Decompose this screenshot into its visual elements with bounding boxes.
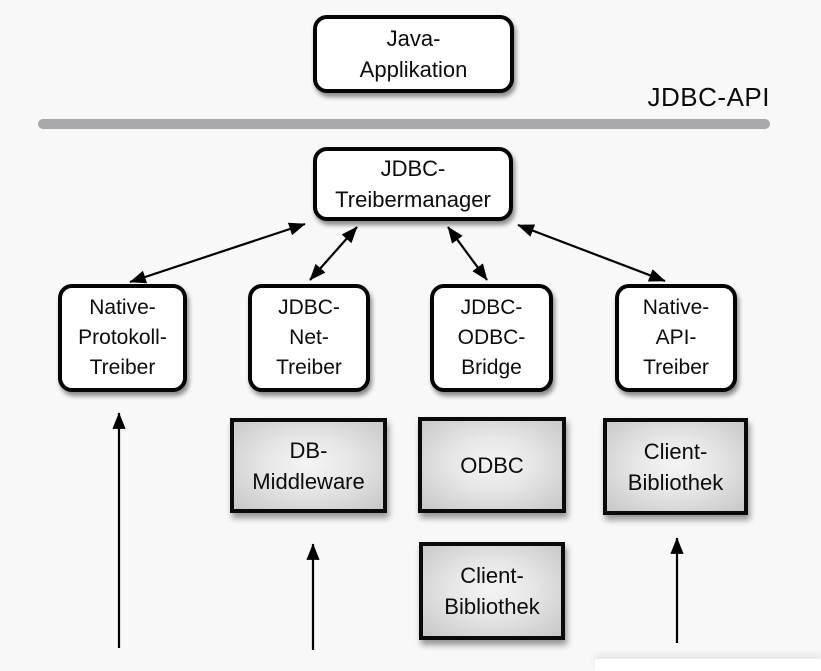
jdbc-api-divider-line [38,119,770,129]
node-jdbc-odbc-bridge: JDBC- ODBC- Bridge [430,284,553,392]
node-native-api-driver: Native- API- Treiber [615,284,737,392]
node-client-library-right-label: Client- Bibliothek [627,438,724,495]
node-db-middleware: DB- Middleware [230,418,387,513]
node-jdbc-net-driver: JDBC- Net- Treiber [248,284,370,392]
arrow-manager-native-api [517,223,666,283]
arrow-manager-native-protocol [129,222,306,284]
node-odbc-label: ODBC [460,452,524,478]
node-native-protocol-driver-label: Native- Protokoll- Treiber [78,296,167,379]
arrow-manager-jdbc-net [309,226,358,281]
node-db-middleware-label: DB- Middleware [252,437,365,494]
node-java-application: Java- Applikation [313,15,514,93]
node-jdbc-odbc-bridge-label: JDBC- ODBC- Bridge [457,296,526,379]
node-jdbc-driver-manager-label: JDBC- Treibermanager [335,156,491,212]
offscreen-node-top-edge [595,659,821,671]
node-jdbc-driver-manager: JDBC- Treibermanager [313,147,513,221]
node-native-api-driver-label: Native- API- Treiber [642,296,710,379]
jdbc-api-label: JDBC-API [647,82,770,112]
node-client-library-right: Client- Bibliothek [603,418,748,515]
node-java-application-label: Java- Applikation [359,26,468,82]
arrow-manager-jdbc-odbc [447,226,488,281]
node-native-protocol-driver: Native- Protokoll- Treiber [58,284,187,392]
node-odbc: ODBC [418,417,566,513]
node-client-library-bottom: Client- Bibliothek [419,542,565,640]
node-client-library-bottom-label: Client- Bibliothek [444,563,540,619]
node-jdbc-net-driver-label: JDBC- Net- Treiber [276,296,342,379]
